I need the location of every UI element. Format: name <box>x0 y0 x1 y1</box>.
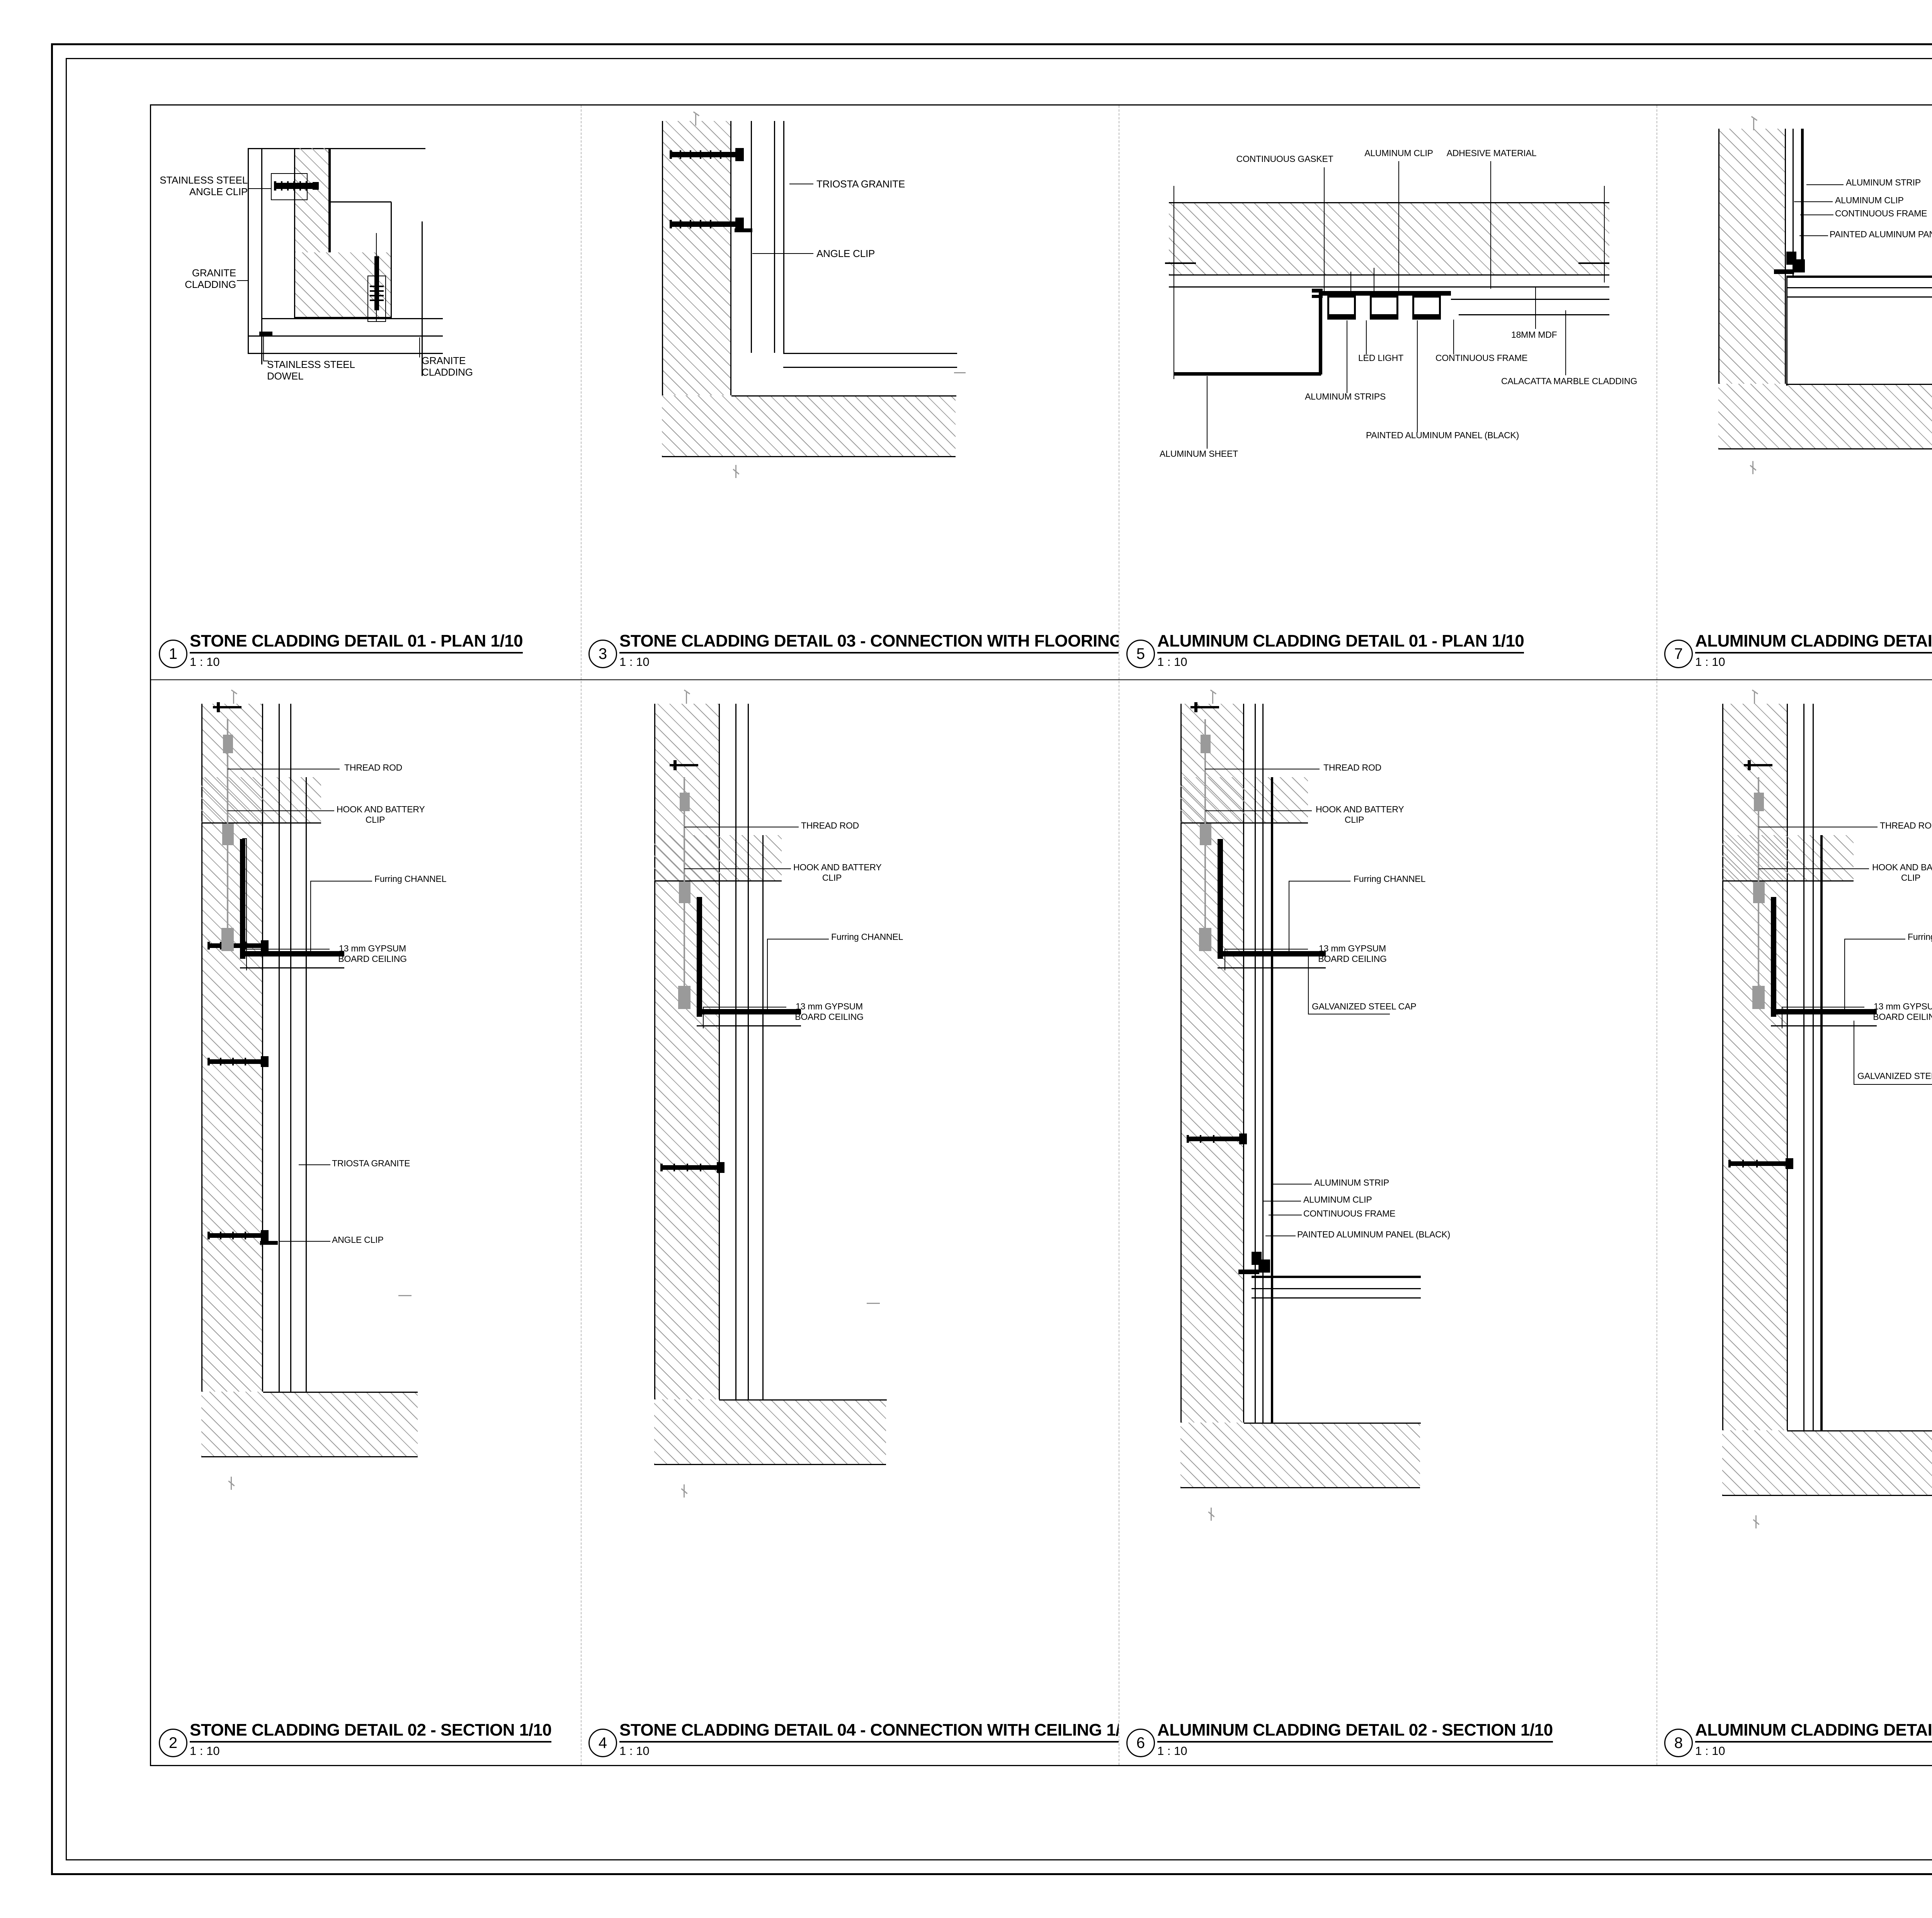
detail-cell-1: STAINLESS STEEL ANGLE CLIP GRANITE CLADD… <box>151 106 581 679</box>
detail-bubble-8: 8 <box>1664 1729 1693 1757</box>
detail-7-drawing: ALUMINUM STRIP ALUMINUM CLIP CONTINUOUS … <box>1656 106 1932 679</box>
label-18mm-mdf: 18MM MDF <box>1511 330 1557 340</box>
detail-title-7: 7 ALUMINUM CLADDING DETAIL 03 - CONNECTI… <box>1664 623 1932 669</box>
detail-bubble-4: 4 <box>588 1729 617 1757</box>
detail-title-3: 3 STONE CLADDING DETAIL 03 - CONNECTION … <box>588 623 1119 669</box>
label-led-light: LED LIGHT <box>1358 353 1404 363</box>
detail-title-2: 2 STONE CLADDING DETAIL 02 - SECTION 1/1… <box>159 1712 552 1758</box>
detail-2-drawing: THREAD ROD HOOK AND BATTERY CLIP Furring… <box>151 681 581 1767</box>
detail-title-text-6: ALUMINUM CLADDING DETAIL 02 - SECTION 1/… <box>1157 1720 1553 1739</box>
row-separator <box>151 679 1932 680</box>
label-hook-and-battery-clip-d6: HOOK AND BATTERY CLIP <box>1316 804 1404 825</box>
label-galvanized-steel-cap-d6: GALVANIZED STEEL CAP <box>1312 1001 1417 1011</box>
detail-title-text-1: STONE CLADDING DETAIL 01 - PLAN 1/10 <box>190 631 523 650</box>
sheet-border-inner <box>66 58 1932 1860</box>
label-angle-clip-d2: ANGLE CLIP <box>332 1235 384 1245</box>
detail-title-text-4: STONE CLADDING DETAIL 04 - CONNECTION WI… <box>619 1720 1119 1739</box>
detail-cell-8: THREAD ROD HOOK AND BATTERY CLIP Furring… <box>1656 681 1932 1767</box>
sheet-border-outer <box>51 43 1932 1875</box>
label-aluminum-clip-d5: ALUMINUM CLIP <box>1364 148 1433 158</box>
detail-6-drawing: THREAD ROD HOOK AND BATTERY CLIP Furring… <box>1119 681 1656 1767</box>
details-frame: STAINLESS STEEL ANGLE CLIP GRANITE CLADD… <box>150 104 1932 1766</box>
detail-scale-8: 1 : 10 <box>1695 1744 1725 1758</box>
detail-title-text-7: ALUMINUM CLADDING DETAIL 03 - CONNECTION… <box>1695 631 1932 650</box>
label-gypsum-board-ceiling-d8: 13 mm GYPSUM BOARD CEILING <box>1873 1001 1932 1022</box>
detail-scale-1: 1 : 10 <box>190 655 220 669</box>
detail-title-text-2: STONE CLADDING DETAIL 02 - SECTION 1/10 <box>190 1720 552 1739</box>
detail-scale-4: 1 : 10 <box>619 1744 650 1758</box>
detail-title-1: 1 STONE CLADDING DETAIL 01 - PLAN 1/10 1… <box>159 623 523 669</box>
detail-bubble-5: 5 <box>1126 640 1155 668</box>
label-adhesive-material: ADHESIVE MATERIAL <box>1446 148 1537 158</box>
detail-bubble-2: 2 <box>159 1729 187 1757</box>
detail-title-8: 8 ALUMINUM CLADDING DETAIL 04 - CONNECTI… <box>1664 1712 1932 1758</box>
label-aluminum-clip-d6: ALUMINUM CLIP <box>1303 1195 1372 1205</box>
detail-cell-5: CONTINUOUS GASKET ALUMINUM CLIP ADHESIVE… <box>1119 106 1656 679</box>
detail-5-drawing: CONTINUOUS GASKET ALUMINUM CLIP ADHESIVE… <box>1119 106 1656 679</box>
label-stainless-steel-angle-clip: STAINLESS STEEL ANGLE CLIP <box>160 174 248 198</box>
detail-scale-2: 1 : 10 <box>190 1744 220 1758</box>
label-continuous-frame-d5: CONTINUOUS FRAME <box>1435 353 1528 363</box>
detail-title-text-5: ALUMINUM CLADDING DETAIL 01 - PLAN 1/10 <box>1157 631 1524 650</box>
label-furring-channel-d6: Furring CHANNEL <box>1354 874 1426 884</box>
label-galvanized-steel-cap-d8: GALVANIZED STEEL CAP <box>1857 1071 1932 1081</box>
detail-cell-7: ALUMINUM STRIP ALUMINUM CLIP CONTINUOUS … <box>1656 106 1932 679</box>
label-furring-channel-d4: Furring CHANNEL <box>831 932 903 942</box>
label-painted-aluminum-panel-d5: PAINTED ALUMINUM PANEL (BLACK) <box>1366 430 1519 440</box>
detail-title-5: 5 ALUMINUM CLADDING DETAIL 01 - PLAN 1/1… <box>1126 623 1524 669</box>
label-aluminum-strip-d6: ALUMINUM STRIP <box>1314 1178 1389 1188</box>
detail-cell-3: TRIOSTA GRANITE ANGLE CLIP 3 STONE CLADD… <box>581 106 1119 679</box>
label-angle-clip-d3: ANGLE CLIP <box>816 248 875 259</box>
label-hook-and-battery-clip-d2: HOOK AND BATTERY CLIP <box>337 804 425 825</box>
label-thread-rod-d4: THREAD ROD <box>801 820 859 831</box>
detail-scale-6: 1 : 10 <box>1157 1744 1187 1758</box>
detail-cell-6: THREAD ROD HOOK AND BATTERY CLIP Furring… <box>1119 681 1656 1767</box>
label-continuous-frame-d7: CONTINUOUS FRAME <box>1835 208 1927 218</box>
detail-bubble-1: 1 <box>159 640 187 668</box>
detail-cell-4: THREAD ROD HOOK AND BATTERY CLIP Furring… <box>581 681 1119 1767</box>
label-triosta-granite-d3: TRIOSTA GRANITE <box>816 178 905 190</box>
detail-title-4: 4 STONE CLADDING DETAIL 04 - CONNECTION … <box>588 1712 1119 1758</box>
detail-8-drawing: THREAD ROD HOOK AND BATTERY CLIP Furring… <box>1656 681 1932 1767</box>
label-gypsum-board-ceiling-d4: 13 mm GYPSUM BOARD CEILING <box>795 1001 864 1022</box>
label-continuous-frame-d6: CONTINUOUS FRAME <box>1303 1208 1396 1219</box>
label-continuous-gasket: CONTINUOUS GASKET <box>1236 154 1333 164</box>
label-thread-rod-d2: THREAD ROD <box>344 762 403 773</box>
label-thread-rod-d8: THREAD ROD <box>1880 820 1932 831</box>
detail-title-text-3: STONE CLADDING DETAIL 03 - CONNECTION WI… <box>619 631 1119 650</box>
detail-bubble-6: 6 <box>1126 1729 1155 1757</box>
detail-3-drawing: TRIOSTA GRANITE ANGLE CLIP <box>581 106 1119 679</box>
label-aluminum-strip-d7: ALUMINUM STRIP <box>1846 177 1921 187</box>
column-separator <box>1656 106 1657 1765</box>
label-triosta-granite-d2: TRIOSTA GRANITE <box>332 1158 410 1168</box>
detail-4-drawing: THREAD ROD HOOK AND BATTERY CLIP Furring… <box>581 681 1119 1767</box>
label-hook-and-battery-clip-d8: HOOK AND BATTERY CLIP <box>1872 862 1932 883</box>
label-thread-rod-d6: THREAD ROD <box>1323 762 1382 773</box>
detail-1-drawing: STAINLESS STEEL ANGLE CLIP GRANITE CLADD… <box>151 106 581 679</box>
label-gypsum-board-ceiling-d2: 13 mm GYPSUM BOARD CEILING <box>338 943 407 964</box>
detail-bubble-3: 3 <box>588 640 617 668</box>
label-painted-aluminum-panel-d7: PAINTED ALUMINUM PANEL (BLACK) <box>1830 229 1932 239</box>
label-hook-and-battery-clip-d4: HOOK AND BATTERY CLIP <box>793 862 882 883</box>
label-calacatta-marble-cladding: CALACATTA MARBLE CLADDING <box>1501 376 1638 386</box>
label-furring-channel-d8: Furring CHANNEL <box>1908 932 1932 942</box>
label-stainless-steel-dowel: STAINLESS STEEL DOWEL <box>267 359 355 382</box>
detail-bubble-7: 7 <box>1664 640 1693 668</box>
detail-scale-3: 1 : 10 <box>619 655 650 669</box>
label-aluminum-clip-d7: ALUMINUM CLIP <box>1835 195 1904 205</box>
label-aluminum-sheet: ALUMINUM SHEET <box>1160 449 1238 459</box>
column-separator <box>581 106 582 1765</box>
label-granite-cladding-right: GRANITE CLADDING <box>422 355 473 378</box>
detail-cell-2: THREAD ROD HOOK AND BATTERY CLIP Furring… <box>151 681 581 1767</box>
detail-scale-5: 1 : 10 <box>1157 655 1187 669</box>
label-gypsum-board-ceiling-d6: 13 mm GYPSUM BOARD CEILING <box>1318 943 1387 964</box>
detail-title-6: 6 ALUMINUM CLADDING DETAIL 02 - SECTION … <box>1126 1712 1553 1758</box>
detail-title-text-8: ALUMINUM CLADDING DETAIL 04 - CONNECTION… <box>1695 1720 1932 1739</box>
label-painted-aluminum-panel-d6: PAINTED ALUMINUM PANEL (BLACK) <box>1297 1229 1451 1239</box>
label-aluminum-strips: ALUMINUM STRIPS <box>1305 391 1386 402</box>
label-furring-channel-d2: Furring CHANNEL <box>374 874 447 884</box>
detail-scale-7: 1 : 10 <box>1695 655 1725 669</box>
label-granite-cladding-left: GRANITE CLADDING <box>185 267 236 291</box>
